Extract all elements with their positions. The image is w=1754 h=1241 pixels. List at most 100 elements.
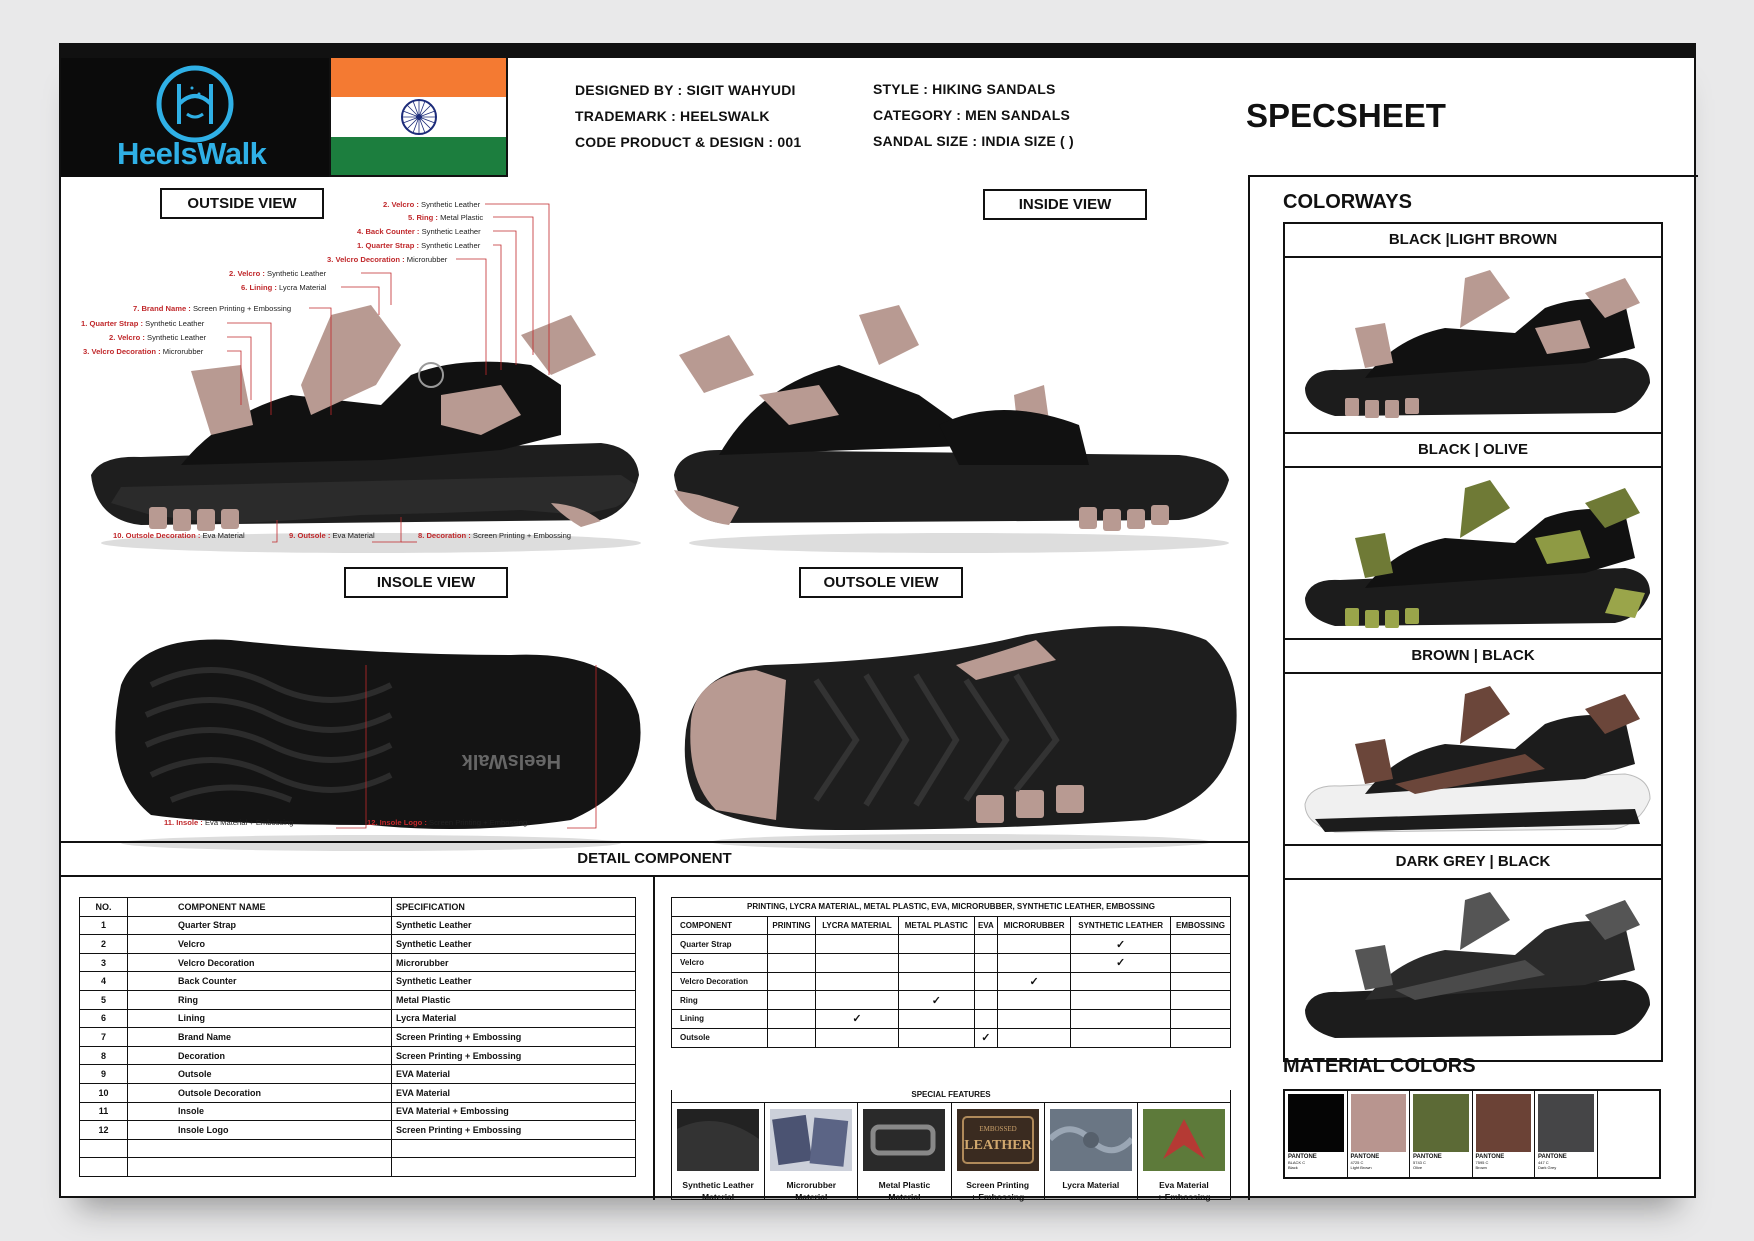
matrix-header-cell: SYNTHETIC LEATHER <box>1070 915 1172 936</box>
matrix-cell <box>973 953 998 973</box>
table-row <box>79 1138 636 1159</box>
logo-mark-icon <box>156 65 234 143</box>
india-flag <box>329 58 508 177</box>
synthetic-leather-image <box>677 1109 759 1171</box>
matrix-cell <box>766 971 817 992</box>
table-cell <box>79 1138 128 1159</box>
product-code: CODE PRODUCT & DESIGN : 001 <box>575 134 802 150</box>
callout-16: 12. Insole Logo : Screen Printing + Embo… <box>367 818 528 827</box>
matrix-component: Lining <box>671 1009 768 1029</box>
matrix-cell <box>1170 990 1231 1011</box>
matrix-cell <box>897 1027 975 1048</box>
inside-view-sandal <box>674 305 1229 553</box>
lycra-image <box>1049 1109 1132 1171</box>
embossed-leather-image: EMBOSSED LEATHER <box>956 1109 1039 1171</box>
category: CATEGORY : MEN SANDALS <box>873 107 1071 123</box>
matrix-component: Velcro <box>671 953 768 973</box>
colorway-sandal-dark-grey <box>1305 892 1650 1038</box>
table-cell: 11 <box>79 1101 128 1122</box>
matrix-cell <box>897 1009 975 1029</box>
check-icon: ✓ <box>815 1009 899 1029</box>
embossed-stamp-top: EMBOSSED <box>979 1125 1016 1133</box>
table-cell: Brand Name <box>127 1027 392 1047</box>
table-cell: 7 <box>79 1027 128 1047</box>
table-cell: Synthetic Leather <box>391 934 636 954</box>
callout-7: 6. Lining : Lycra Material <box>241 283 327 292</box>
style: STYLE : HIKING SANDALS <box>873 81 1056 97</box>
colorways-list: BLACK |LIGHT BROWN BLACK | OLIVE <box>1283 222 1663 1062</box>
matrix-cell <box>996 990 1072 1011</box>
outsole-view <box>684 626 1237 850</box>
check-icon: ✓ <box>897 990 975 1011</box>
callout-5: 3. Velcro Decoration : Microrubber <box>327 255 448 264</box>
matrix-cell <box>1170 1027 1231 1048</box>
callout-13: 9. Outsole : Eva Material <box>289 531 375 540</box>
matrix-cell <box>766 934 817 955</box>
callout-12: 10. Outsole Decoration : Eva Material <box>113 531 245 540</box>
page-title: SPECSHEET <box>1246 97 1446 134</box>
table-cell <box>391 1157 636 1177</box>
matrix-cell <box>815 953 899 973</box>
callout-11: 3. Velcro Decoration : Microrubber <box>83 347 204 356</box>
callout-8: 7. Brand Name : Screen Printing + Emboss… <box>133 304 292 313</box>
outsole-view-label: OUTSOLE VIEW <box>799 567 963 598</box>
table-cell: Screen Printing + Embossing <box>391 1120 636 1140</box>
table-cell: Velcro Decoration <box>127 952 392 973</box>
table-cell: Outsole Decoration <box>127 1082 392 1103</box>
table-cell <box>127 1157 392 1177</box>
matrix-cell <box>897 971 975 992</box>
metal-plastic-image <box>863 1109 946 1171</box>
matrix-header-cell: COMPONENT <box>671 915 768 936</box>
table-header-cell: NO. <box>79 897 128 917</box>
inside-view-label: INSIDE VIEW <box>983 189 1147 220</box>
swatch-empty <box>1598 1091 1660 1177</box>
matrix-cell <box>897 934 975 955</box>
colorway-item: BLACK |LIGHT BROWN <box>1285 224 1661 434</box>
table-cell: 3 <box>79 952 128 973</box>
matrix-component: Ring <box>671 990 768 1011</box>
matrix-cell <box>996 934 1072 955</box>
table-cell <box>79 1157 128 1177</box>
matrix-row: Quarter Strap✓ <box>671 934 1231 955</box>
table-cell: Insole <box>127 1101 392 1122</box>
matrix-component: Velcro Decoration <box>671 971 768 992</box>
matrix-cell <box>973 1009 998 1029</box>
matrix-cell <box>1170 1009 1231 1029</box>
callout-4: 1. Quarter Strap : Synthetic Leather <box>357 241 481 250</box>
table-cell: 10 <box>79 1082 128 1103</box>
callout-3: 4. Back Counter : Synthetic Leather <box>357 227 481 236</box>
matrix-row: Velcro✓ <box>671 953 1231 973</box>
matrix-cell <box>1070 1027 1172 1048</box>
colorway-label: BLACK | OLIVE <box>1285 434 1661 468</box>
table-cell: 1 <box>79 915 128 936</box>
matrix-cell <box>1070 971 1172 992</box>
check-icon: ✓ <box>973 1027 998 1048</box>
table-cell: Lining <box>127 1008 392 1029</box>
embossed-stamp-main: LEATHER <box>964 1138 1032 1153</box>
designed-by: DESIGNED BY : SIGIT WAHYUDI <box>575 82 796 98</box>
matrix-cell <box>996 1009 1072 1029</box>
colorway-item: BLACK | OLIVE <box>1285 434 1661 640</box>
colorway-label: BROWN | BLACK <box>1285 640 1661 674</box>
colorway-label: DARK GREY | BLACK <box>1285 846 1661 880</box>
check-icon: ✓ <box>1070 934 1172 955</box>
table-cell: Synthetic Leather <box>391 971 636 991</box>
table-cell: EVA Material <box>391 1064 636 1084</box>
matrix-cell <box>815 1027 899 1048</box>
material-colors-title: MATERIAL COLORS <box>1283 1055 1476 1077</box>
bottom-divider <box>653 877 655 1200</box>
eva-image <box>1142 1109 1225 1171</box>
